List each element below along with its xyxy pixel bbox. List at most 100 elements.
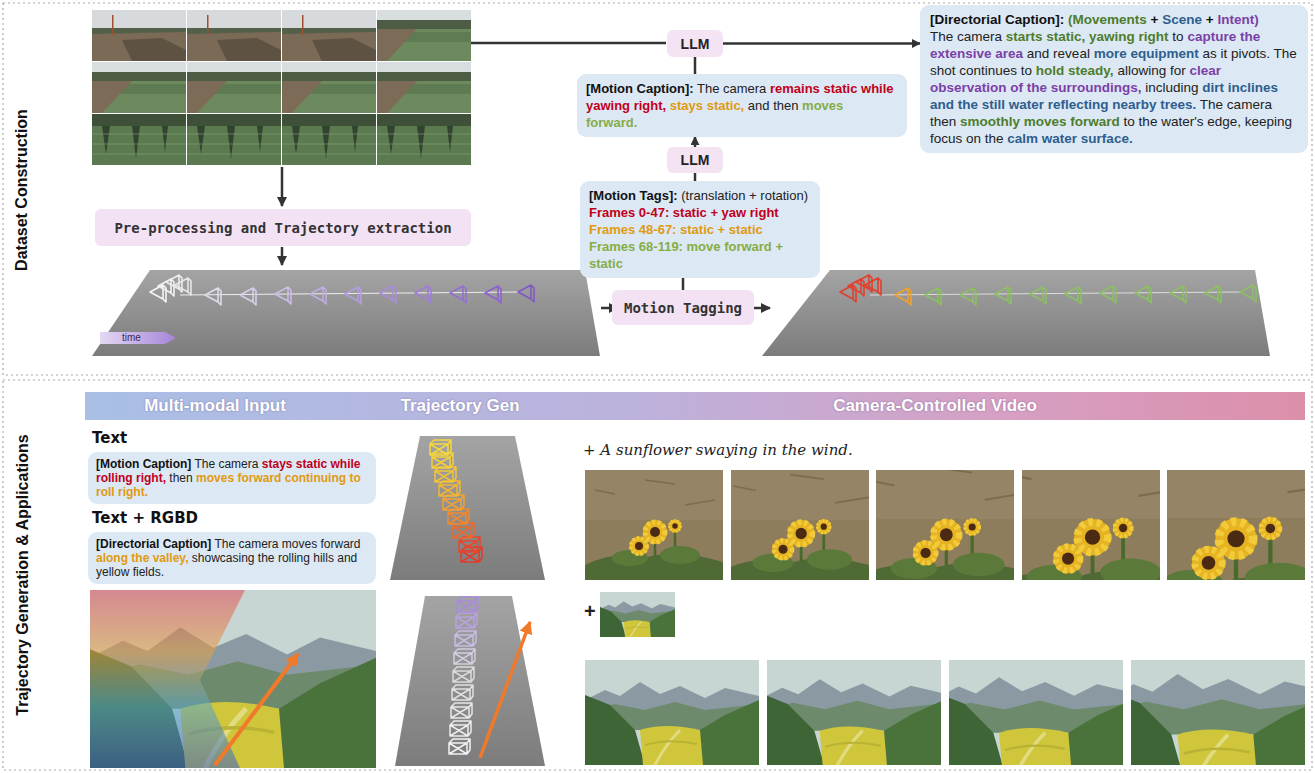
text-run: (Movements: [1068, 12, 1147, 27]
box-text: Frames 68-119: move forward + static: [589, 238, 811, 272]
illustration-part: [1135, 286, 1151, 303]
llm-box: LLM: [667, 30, 723, 57]
illustration-part: [585, 660, 759, 765]
process-box: Motion Tagging: [612, 290, 754, 325]
illustration-part: [439, 481, 460, 496]
illustration-part: [215, 654, 298, 765]
illustration-part: [282, 10, 376, 61]
trajectory-plot: [92, 270, 600, 356]
text-run: calm water surface.: [1007, 131, 1132, 146]
illustration-part: [459, 537, 480, 552]
illustration-part: [310, 287, 326, 304]
connector: [694, 173, 697, 181]
caption-box: [Motion Tags]: (translation + rotation) F…: [580, 181, 820, 278]
box-text: [Motion Tags]: (translation + rotation): [589, 187, 811, 204]
illustration-part: [600, 592, 675, 637]
illustration-part: [449, 739, 470, 754]
illustration-part: [175, 278, 191, 295]
illustration-part: [415, 286, 431, 303]
box-text: [Directorial Caption]: (Movements + Scen…: [930, 11, 1298, 28]
illustration-part: [454, 649, 475, 664]
illustration-part: [450, 286, 466, 303]
illustration-part: [518, 285, 534, 302]
box-text: Pre-processing and Trajectory extraction: [114, 220, 451, 236]
illustration-part: [377, 62, 471, 113]
text-run: [Directorial Caption]:: [930, 12, 1064, 27]
illustration-part: [1116, 432, 1315, 621]
generated-trajectory: [390, 436, 545, 580]
text-run: smoothly moves forward: [960, 114, 1120, 129]
illustration-part: [377, 114, 471, 165]
box-heading: Text: [92, 429, 127, 447]
illustration-part: [986, 443, 1197, 611]
illustration-part: [453, 667, 474, 682]
text-run: stays static,: [670, 98, 744, 113]
sunflower-frames: [585, 432, 1315, 621]
prompt-text: + A sunflower swaying in the wind.: [583, 441, 853, 459]
illustration-part: [448, 509, 469, 524]
illustration-part: [762, 270, 1270, 356]
box-text: LLM: [681, 36, 710, 52]
text-run: Scene: [1162, 12, 1202, 27]
box-text: Frames 48-67: static + static: [589, 221, 811, 238]
illustration-part: [485, 286, 501, 303]
process-box: Pre-processing and Trajectory extraction: [95, 209, 471, 246]
text-run: [Motion Caption]:: [586, 81, 694, 96]
illustration-part: [187, 114, 281, 165]
illustration-part: [1065, 287, 1081, 304]
illustration-part: [187, 62, 281, 113]
box-text: Motion Tagging: [624, 300, 742, 316]
illustration-part: [856, 454, 1035, 596]
illustration-part: [281, 247, 284, 265]
text-run: [Directorial Caption]: [96, 537, 211, 551]
illustration-part: [435, 467, 456, 482]
illustration-part: [1100, 286, 1116, 303]
illustration-part: [761, 656, 947, 769]
illustration-part: [1108, 646, 1315, 773]
illustration-part: [600, 592, 675, 637]
illustration-part: [452, 685, 473, 700]
caption-box: Text[Motion Caption] The camera stays st…: [88, 452, 376, 504]
box-text: [Motion Caption]: The camera remains sta…: [586, 80, 898, 131]
rgbd-image: [90, 590, 376, 768]
illustration-part: [282, 62, 376, 113]
text-run: Frames 68-119: move forward + static: [589, 239, 783, 271]
illustration-part: [90, 590, 245, 768]
caption-box: [Motion Caption]: The camera remains sta…: [577, 74, 907, 137]
text-run: [Motion Tags]:: [589, 188, 678, 203]
illustration-part: [480, 622, 530, 758]
illustration-part: [585, 660, 759, 765]
connector: [694, 137, 697, 147]
illustration-part: [856, 454, 1035, 596]
illustration-part: [275, 287, 291, 304]
connector: [694, 57, 697, 74]
text-run: more equipment: [1094, 46, 1199, 61]
illustration-part: [180, 292, 520, 295]
illustration-part: [395, 596, 545, 766]
illustration-part: [1108, 646, 1315, 773]
illustration-part: [722, 463, 878, 587]
illustration-part: [443, 495, 464, 510]
illustration-part: [585, 470, 723, 580]
illustration-part: [856, 275, 872, 292]
illustration-part: [451, 703, 472, 718]
illustration-part: [761, 656, 947, 769]
text-run: starts static, yawing right: [1006, 29, 1169, 44]
illustration-part: [1116, 432, 1315, 621]
llm-box: LLM: [667, 147, 723, 173]
box-text: [Directorial Caption] The camera moves f…: [96, 537, 368, 579]
section-border: [3, 3, 1312, 770]
illustration-part: [471, 42, 666, 45]
illustration-part: [380, 286, 396, 303]
illustration-part: [450, 721, 471, 736]
box-text: [Motion Caption] The camera stays static…: [96, 457, 368, 499]
illustration-part: [90, 590, 376, 768]
illustration-part: [92, 114, 186, 165]
illustration-part: [936, 652, 1137, 773]
illustration-part: [925, 288, 941, 305]
illustration-part: [100, 332, 176, 344]
text-run: +: [1151, 12, 1159, 27]
illustration-part: [92, 62, 186, 113]
section-label: Dataset Construction: [13, 109, 31, 271]
